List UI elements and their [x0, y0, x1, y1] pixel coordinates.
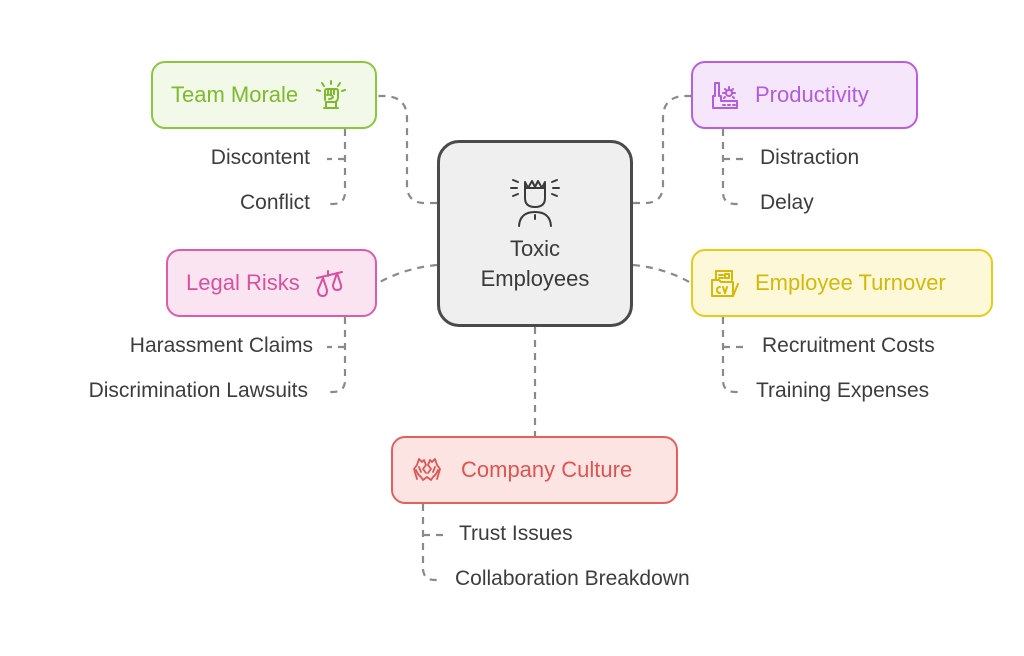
raised-fist-icon — [316, 80, 347, 109]
link-legal-risks-children — [326, 317, 347, 394]
productivity-label: Productivity — [755, 82, 869, 107]
branch-productivity[interactable]: Productivity — [691, 61, 918, 129]
leaf-harassment-claims[interactable]: Harassment Claims — [129, 334, 313, 357]
leaf-conflict[interactable]: Conflict — [239, 191, 310, 214]
broken-hands-icon — [413, 458, 441, 481]
leaf-trust-issues[interactable]: Trust Issues — [459, 522, 573, 545]
center-node-toxic-employees[interactable]: Toxic Employees — [437, 140, 633, 327]
leaf-training-expenses[interactable]: Training Expenses — [756, 379, 930, 402]
team-morale-label: Team Morale — [171, 82, 299, 107]
link-team-morale-children — [326, 129, 347, 206]
company-culture-label: Company Culture — [461, 457, 633, 482]
leaf-delay[interactable]: Delay — [760, 191, 814, 214]
link-employee-turnover-children — [721, 317, 742, 394]
center-title: Toxic Employees — [481, 234, 590, 294]
toxic-person-icon — [510, 178, 560, 227]
branch-employee-turnover[interactable]: Employee Turnover — [691, 249, 993, 317]
scales-icon — [315, 270, 343, 297]
link-company-culture-children — [421, 504, 442, 582]
link-center-productivity — [633, 94, 691, 205]
leaf-distraction[interactable]: Distraction — [760, 146, 860, 169]
employee-turnover-label: Employee Turnover — [755, 270, 946, 295]
leaf-discontent[interactable]: Discontent — [210, 146, 310, 169]
link-center-employee-turnover — [632, 263, 692, 284]
leaf-collaboration-breakdown[interactable]: Collaboration Breakdown — [455, 567, 690, 590]
center-title-line1: Toxic — [509, 235, 561, 261]
center-title-line2: Employees — [480, 265, 590, 291]
branch-company-culture[interactable]: Company Culture — [391, 436, 678, 504]
branch-team-morale[interactable]: Team Morale — [151, 61, 377, 129]
factory-gear-icon — [712, 82, 738, 109]
link-center-legal-risks — [377, 263, 438, 284]
leaf-recruitment-costs[interactable]: Recruitment Costs — [762, 334, 935, 357]
link-productivity-children — [721, 129, 742, 206]
branch-legal-risks[interactable]: Legal Risks — [166, 249, 377, 317]
leaf-discrimination-lawsuits[interactable]: Discrimination Lawsuits — [88, 379, 308, 402]
link-center-team-morale — [378, 94, 437, 205]
cv-folder-icon — [711, 270, 739, 297]
legal-risks-label: Legal Risks — [186, 270, 300, 295]
